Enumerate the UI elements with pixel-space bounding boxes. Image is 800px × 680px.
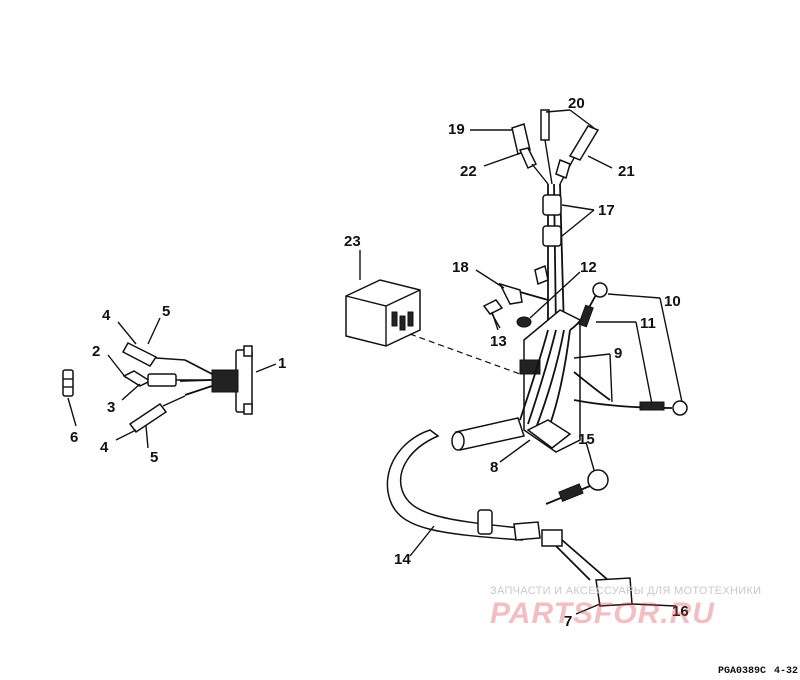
callout-17: 17	[598, 202, 615, 219]
callout-14: 14	[394, 551, 411, 568]
callout-20: 20	[568, 95, 585, 112]
watermark-caption: ЗАПЧАСТИ И АКСЕССУАРЫ ДЛЯ МОТОТЕХНИКИ	[490, 585, 762, 597]
connector-assembly	[62, 342, 253, 434]
callout-15: 15	[578, 431, 595, 448]
callout-4a: 4	[102, 307, 111, 324]
callout-8: 8	[490, 459, 498, 476]
relay	[345, 279, 521, 375]
callout-5a: 5	[162, 303, 170, 320]
callout-22: 22	[460, 163, 477, 180]
callout-3: 3	[107, 399, 115, 416]
callout-9: 9	[614, 345, 622, 362]
callout-19: 19	[448, 121, 465, 138]
callout-11: 11	[640, 315, 656, 332]
callout-1: 1	[278, 355, 286, 372]
callout-16: 16	[672, 603, 689, 620]
callout-18: 18	[452, 259, 469, 276]
callout-21: 21	[618, 163, 635, 180]
callout-2: 2	[92, 343, 100, 360]
page-number: 4-32	[773, 666, 798, 677]
callout-5b: 5	[150, 449, 158, 466]
callout-10: 10	[664, 293, 681, 310]
callout-23: 23	[344, 233, 361, 250]
callout-7: 7	[564, 613, 572, 630]
callout-4b: 4	[100, 439, 109, 456]
main-harness	[386, 109, 688, 607]
callout-13: 13	[490, 333, 507, 350]
callout-6: 6	[70, 429, 78, 446]
callout-12: 12	[580, 259, 597, 276]
watermark-logo: PARTSFOR.RU	[490, 597, 715, 630]
leader-lines	[67, 109, 683, 615]
callout-labels: 1 2 3 4 4 5 5 6 7 8 9 10 11 12 13 14 15 …	[70, 95, 689, 630]
figure-code: PGA0389C	[717, 666, 766, 677]
watermark: ЗАПЧАСТИ И АКСЕССУАРЫ ДЛЯ МОТОТЕХНИКИ PA…	[490, 585, 790, 635]
